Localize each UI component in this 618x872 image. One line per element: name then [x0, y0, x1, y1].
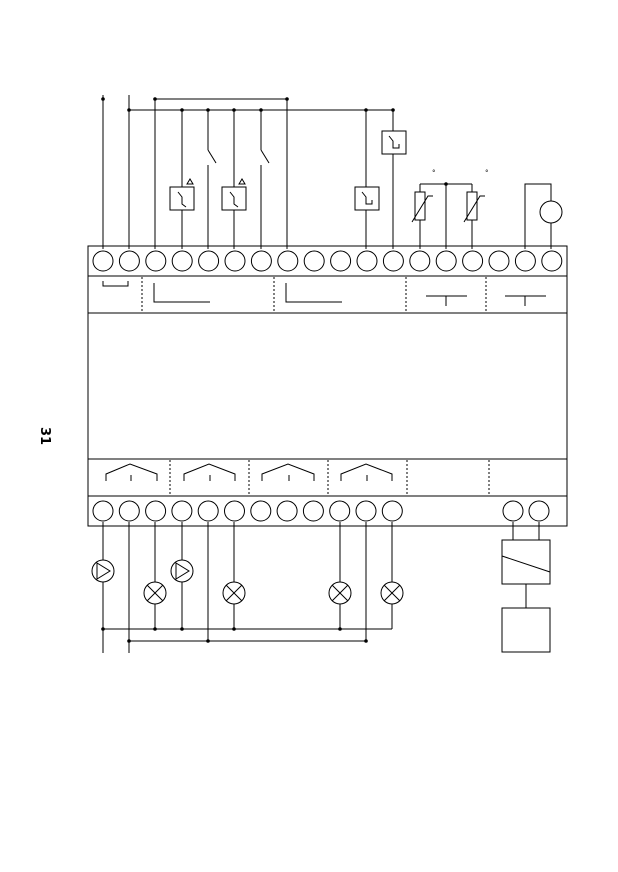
top-terminal: [435, 250, 457, 272]
top-terminal: [277, 250, 299, 272]
pump-1-icon: [91, 559, 115, 583]
bottom-terminal: [171, 500, 193, 522]
top-terminal: [409, 250, 431, 272]
top-terminal: [462, 250, 484, 272]
top-terminal: [250, 250, 272, 272]
top-terminal: [488, 250, 510, 272]
bottom-wiring: [101, 522, 393, 653]
bottom-terminal: [224, 500, 245, 522]
bottom-terminal: [355, 500, 377, 522]
top-strip-symbols: [102, 281, 546, 306]
top-terminal: [224, 250, 246, 272]
sensor-1-degree-marker: °: [432, 169, 436, 177]
thermostat-1: [169, 178, 195, 211]
top-terminal: [198, 250, 220, 272]
top-terminal: [145, 250, 167, 272]
top-terminal: [382, 250, 404, 272]
bottom-terminal: [92, 500, 114, 522]
sensor-2-degree-marker: °: [485, 169, 489, 177]
lamp-4-icon: [380, 581, 404, 605]
lamp-1-icon: [143, 581, 167, 605]
temperature-sensors: [411, 182, 485, 249]
relay-contact-2: [381, 130, 407, 155]
top-terminal: [171, 250, 193, 272]
bottom-terminal: [250, 500, 272, 522]
bottom-terminal-row: [92, 500, 550, 522]
top-terminal: [356, 250, 378, 272]
top-terminal: [303, 250, 325, 272]
bottom-terminal: [302, 500, 324, 522]
bottom-terminal: [329, 500, 351, 522]
signal-converter: [501, 522, 551, 653]
bottom-terminal: [381, 500, 403, 522]
top-wiring: [101, 95, 395, 249]
relay-contact-1: [354, 186, 380, 211]
top-terminal: [330, 250, 352, 272]
bottom-terminal: [118, 500, 140, 522]
bottom-terminal: [276, 500, 298, 522]
analog-sensor: [524, 183, 563, 249]
lamp-2-icon: [222, 581, 246, 605]
pump-2-icon: [170, 559, 194, 583]
bottom-terminal: [528, 500, 550, 522]
top-terminal: [118, 250, 140, 272]
bottom-terminal: [145, 500, 167, 522]
bottom-terminal: [502, 500, 524, 522]
top-terminal: [92, 250, 114, 272]
bottom-strip-symbols: [105, 463, 393, 481]
controller-housing: [87, 245, 568, 527]
top-terminal: [514, 250, 536, 272]
top-terminal-row: [92, 250, 563, 272]
bottom-terminal: [197, 500, 219, 522]
top-terminal: [541, 250, 563, 272]
lamp-3-icon: [328, 581, 352, 605]
thermostat-2: [221, 178, 247, 211]
